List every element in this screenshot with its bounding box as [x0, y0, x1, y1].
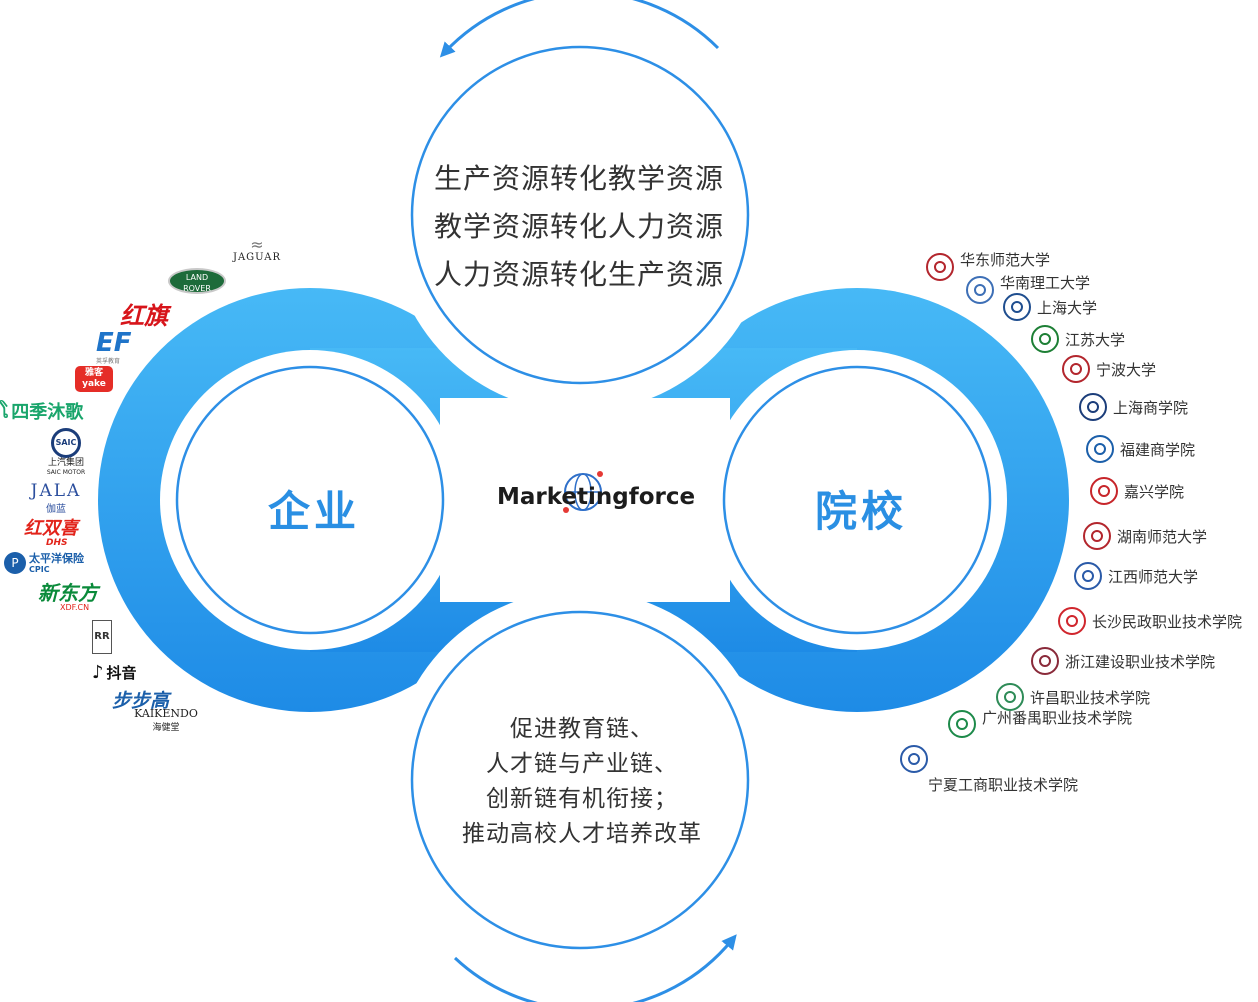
jala-logo: JALA 伽蓝 [30, 481, 82, 515]
school-item: 长沙民政职业技术学院 [1058, 607, 1242, 635]
school-seal-icon [1083, 522, 1111, 550]
top-circle-text: 生产资源转化教学资源 教学资源转化人力资源 人力资源转化生产资源 [414, 155, 744, 299]
school-seal-icon [1031, 325, 1059, 353]
top-circle [410, 45, 750, 385]
top-rotation-arrow [439, 0, 720, 58]
sijimuge-logo: ໂ 四季沐歌 [0, 399, 84, 423]
school-item: 许昌职业技术学院 [996, 683, 1150, 711]
school-seal-icon [1003, 293, 1031, 321]
school-seal-icon [900, 744, 928, 773]
school-seal-icon [1058, 607, 1086, 635]
top-line-1: 生产资源转化教学资源 [433, 162, 724, 195]
douyin-logo: ♪ 抖音 [92, 662, 137, 683]
top-line-2: 教学资源转化人力资源 [433, 210, 724, 243]
top-line-3: 人力资源转化生产资源 [433, 258, 724, 291]
bubugao-logo: 步步高 [112, 690, 170, 712]
bottom-circle-text: 促进教育链、 人才链与产业链、 创新链有机衔接； 推动高校人才培养改革 [412, 712, 752, 852]
hongshuangxi-logo: 红双喜 DHS [24, 518, 78, 549]
school-item: 宁夏工商职业技术学院 [900, 722, 1078, 795]
school-seal-icon [1074, 562, 1102, 590]
school-seal-icon [1079, 393, 1107, 421]
school-item: 宁波大学 [1062, 355, 1156, 383]
yake-logo: 雅客 yake [75, 366, 113, 392]
bottom-line-3: 创新链有机衔接； [486, 786, 678, 812]
swirl-icon: ໂ [0, 399, 10, 423]
school-label: 院校 [815, 487, 908, 536]
school-seal-icon [1090, 477, 1118, 505]
school-item: 华南理工大学 [966, 274, 1090, 304]
infinity-ring [98, 32, 1069, 970]
center-logo-text: Marketingforce [497, 484, 696, 510]
globe-icon [563, 471, 603, 513]
school-seal-icon [1086, 435, 1114, 463]
xdf-logo: 新东方 XDF.CN [38, 581, 98, 612]
cpic-logo: P 太平洋保险 CPIC [4, 552, 84, 574]
school-item: 江苏大学 [1031, 325, 1125, 353]
kaikendo-logo: KAIKENDO 海健堂 [134, 707, 198, 734]
school-item: 福建商学院 [1086, 435, 1195, 463]
saic-logo: SAIC 上汽集团 SAIC MOTOR [40, 428, 92, 477]
jaguar-logo: ≈ JAGUAR [225, 235, 289, 264]
douyin-icon: ♪ [92, 662, 104, 683]
school-item: 嘉兴学院 [1090, 477, 1184, 505]
school-item: 华东师范大学 [926, 251, 1050, 281]
school-seal-icon [1062, 355, 1090, 383]
jaguar-icon: ≈ [250, 235, 264, 254]
cpic-icon: P [4, 552, 26, 574]
bottom-rotation-arrow [453, 934, 737, 1002]
school-seal-icon [966, 276, 994, 304]
school-circle [722, 365, 992, 635]
bottom-line-4: 推动高校人才培养改革 [462, 821, 702, 847]
land-rover-logo: LAND ROVER [168, 268, 226, 294]
school-seal-icon [948, 710, 976, 738]
bottom-line-1: 促进教育链、 [510, 716, 654, 742]
hongqi-logo: 红旗 [120, 301, 168, 330]
school-item: 上海商学院 [1079, 393, 1188, 421]
ef-logo: EF 英孚教育 [96, 328, 132, 365]
enterprise-circle [175, 365, 445, 635]
school-seal-icon [1031, 647, 1059, 675]
school-item: 浙江建设职业技术学院 [1031, 647, 1215, 675]
school-item: 广州番禺职业技术学院 [948, 709, 1132, 738]
school-seal-icon [926, 253, 954, 281]
rolls-royce-logo: RR [92, 620, 112, 654]
school-item: 江西师范大学 [1074, 562, 1198, 590]
enterprise-label: 企业 [268, 487, 361, 536]
school-item: 湖南师范大学 [1083, 522, 1207, 550]
school-seal-icon [996, 683, 1024, 711]
bottom-line-2: 人才链与产业链、 [486, 751, 678, 777]
bottom-circle [410, 610, 750, 950]
school-item: 上海大学 [1003, 293, 1097, 321]
